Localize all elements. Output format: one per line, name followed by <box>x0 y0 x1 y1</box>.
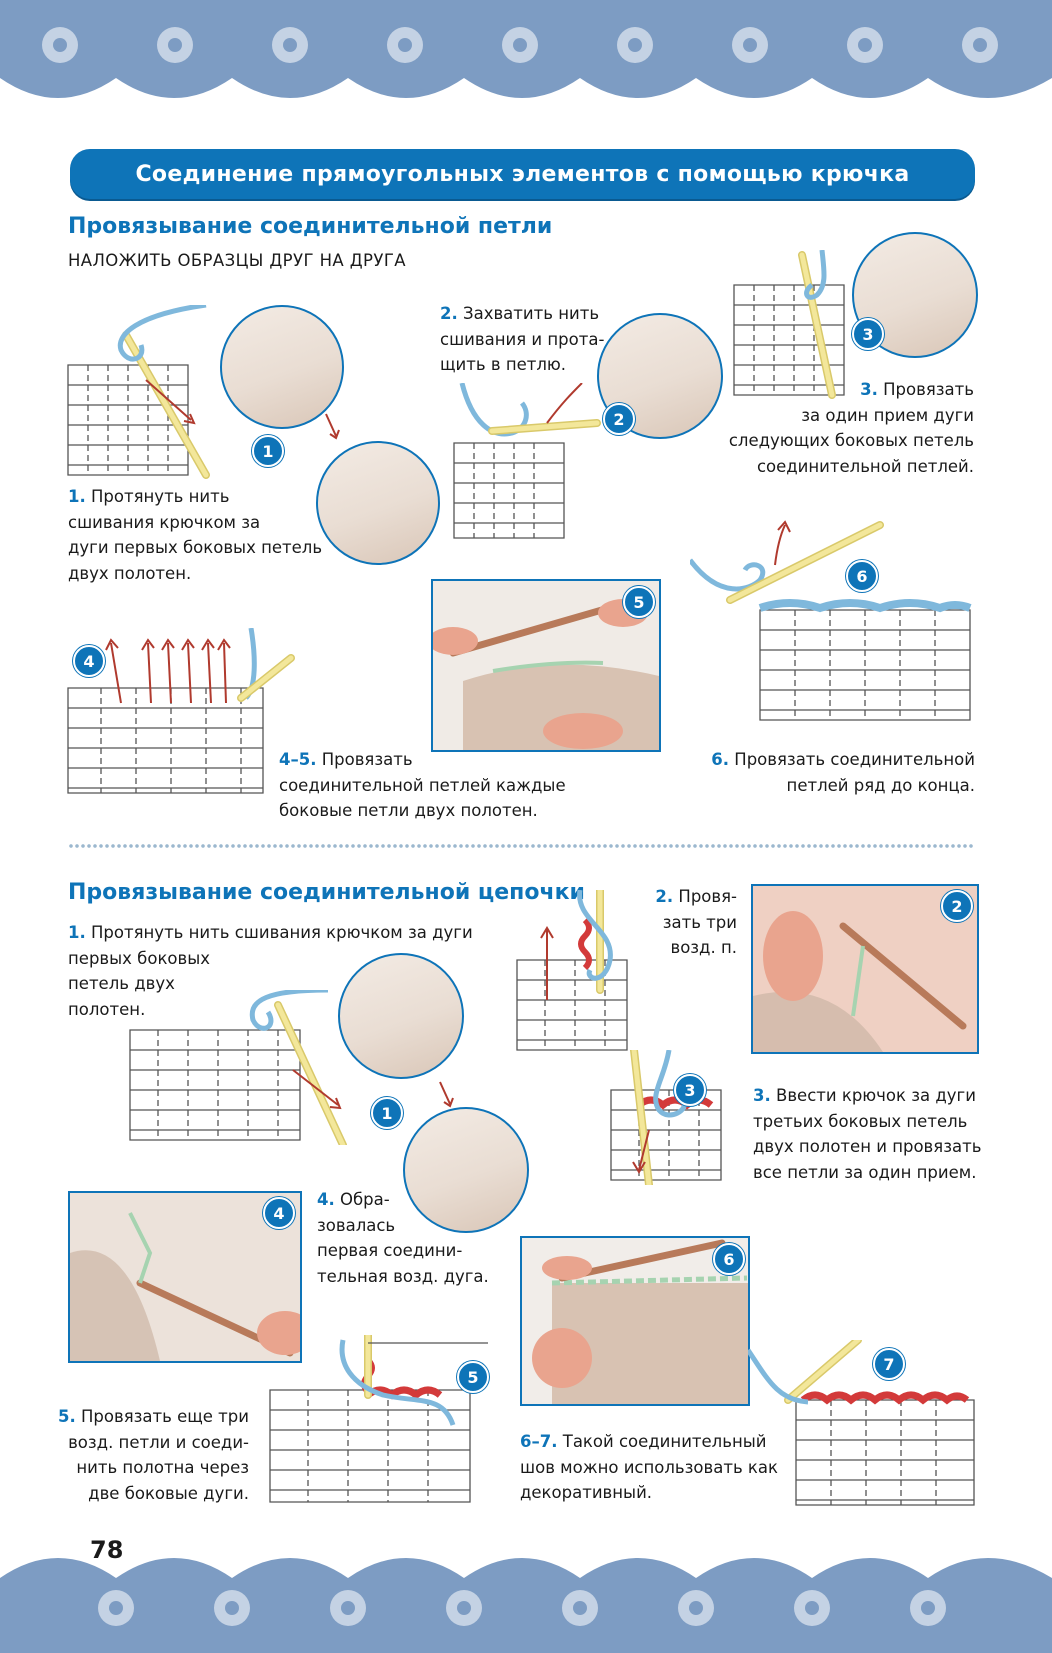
lace-border-bottom <box>0 1558 1052 1653</box>
section1-title: Провязывание соединительной петли <box>68 214 553 239</box>
caption-s2-step6-7: 6–7. Такой соединительный шов можно испо… <box>520 1432 778 1502</box>
step-badge-5: 5 <box>623 586 655 618</box>
photo-s2-step6 <box>520 1236 750 1406</box>
photo-s2-step6-illustration <box>522 1238 748 1404</box>
step-badge-1: 1 <box>252 435 284 467</box>
caption-s2-step4: 4. Обра- зовалась первая соедини- тельна… <box>317 1190 489 1286</box>
step-badge-s2-5: 5 <box>457 1361 489 1393</box>
photo-s2-step1-closeup-a <box>338 953 464 1079</box>
diagram-s2-step3-fabric <box>610 1050 722 1185</box>
caption-s1-step3: 3. Провязать за один прием дуги следующи… <box>728 380 974 476</box>
step-badge-6: 6 <box>846 560 878 592</box>
page-number: 78 <box>90 1536 124 1564</box>
diagram-step4-fabric <box>67 628 295 794</box>
caption-s2-step5: 5. Провязать еще три возд. петли и соеди… <box>58 1407 249 1503</box>
caption-s1-step1: 1. Протянуть нить сшивания крючком за ду… <box>68 487 323 583</box>
step-badge-s2-2: 2 <box>941 890 973 922</box>
photo-s2-step2-illustration <box>753 886 977 1052</box>
photo-step1-closeup-b <box>316 441 440 565</box>
step-badge-3: 3 <box>852 318 884 350</box>
photo-s2-step4-illustration <box>70 1193 300 1361</box>
diagram-s2-step1-fabric <box>129 990 347 1145</box>
step-badge-s2-3: 3 <box>674 1074 706 1106</box>
diagram-s2-step7-fabric <box>748 1340 975 1506</box>
diagram-step6-fabric <box>690 520 972 721</box>
lace-border-top <box>0 0 1052 98</box>
caption-s1-step2: 2. Захватить нить сшивания и прота- щить… <box>440 304 605 374</box>
section2-title: Провязывание соединительной цепочки <box>68 880 585 905</box>
diagram-s2-step5-fabric <box>269 1335 488 1503</box>
caption-s2-step1: 1. Протянуть нить сшивания крючком за ду… <box>68 923 473 1019</box>
diagram-step2-fabric <box>453 383 601 539</box>
caption-s2-step2: 2. Провя- зать три возд. п. <box>655 887 737 957</box>
step-badge-4: 4 <box>73 645 105 677</box>
caption-s1-step6: 6. Провязать соединительной петлей ряд д… <box>711 750 975 795</box>
arrow-icon <box>325 413 340 440</box>
step-badge-2: 2 <box>603 403 635 435</box>
caption-s1-step4-5: 4–5. Провязать соединительной петлей каж… <box>279 750 566 820</box>
caption-s2-step3: 3. Ввести крючок за дуги третьих боковых… <box>753 1086 982 1182</box>
section1-subtitle: НАЛОЖИТЬ ОБРАЗЦЫ ДРУГ НА ДРУГА <box>68 251 406 270</box>
section-banner: Соединение прямоугольных элементов с пом… <box>70 149 975 199</box>
photo-s2-step2 <box>751 884 979 1054</box>
diagram-step3-fabric <box>733 250 845 399</box>
section-divider <box>68 842 975 850</box>
photo-s2-step1-closeup-b <box>403 1107 529 1233</box>
diagram-s2-step2-fabric <box>516 890 628 1051</box>
step-badge-s2-4: 4 <box>263 1197 295 1229</box>
photo-s2-step4 <box>68 1191 302 1363</box>
step-badge-s2-6: 6 <box>713 1243 745 1275</box>
photo-step1-closeup-a <box>220 305 344 429</box>
arrow-icon <box>439 1081 454 1108</box>
step-badge-s2-7: 7 <box>873 1348 905 1380</box>
step-badge-s2-1: 1 <box>371 1097 403 1129</box>
diagram-step1-fabric <box>67 305 210 479</box>
